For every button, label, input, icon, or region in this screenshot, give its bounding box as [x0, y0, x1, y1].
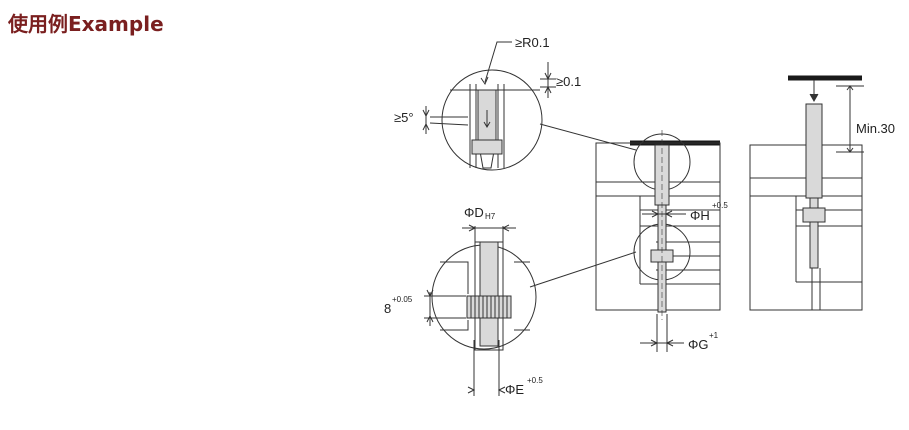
top-detail-circle — [441, 69, 543, 171]
right-ejector-collar — [802, 207, 826, 223]
radius-leader — [484, 41, 512, 83]
phi-e-label: ΦE — [505, 382, 524, 397]
page-title: 使用例Example — [8, 12, 164, 36]
phi-g-tolerance: +1 — [709, 331, 719, 340]
top-detail-collar — [471, 139, 503, 155]
bottom-detail-shaft — [479, 241, 499, 347]
knurl-pattern — [470, 296, 508, 318]
right-ejector-shaft — [809, 197, 819, 269]
length-8-label: 8 — [384, 301, 391, 316]
phi-h-label: ΦH — [690, 208, 710, 223]
right-assembly-view — [749, 75, 864, 311]
length-8-tolerance: +0.05 — [392, 295, 413, 304]
bottom-detail-leader — [529, 251, 637, 288]
phi-d-tolerance: H7 — [485, 212, 496, 221]
radius-label: ≥R0.1 — [515, 35, 550, 50]
min-30-label: Min.30 — [856, 121, 895, 136]
down-arrow-icon — [809, 93, 819, 103]
knurled-collar — [466, 295, 512, 319]
phi-h-tolerance: +0.5 — [712, 201, 728, 210]
top-detail-leader — [539, 123, 637, 151]
phi-g-label: ΦG — [688, 337, 708, 352]
phi-e-tolerance: +0.5 — [527, 376, 543, 385]
main-assembly-view — [595, 130, 721, 352]
bottom-detail-view — [424, 224, 637, 396]
phi-d-label: ΦD — [464, 205, 484, 220]
right-ejector-pin — [805, 103, 823, 199]
depth-label: ≥0.1 — [556, 74, 581, 89]
top-detail-view — [422, 41, 637, 171]
angle-label: ≥5° — [394, 110, 414, 125]
